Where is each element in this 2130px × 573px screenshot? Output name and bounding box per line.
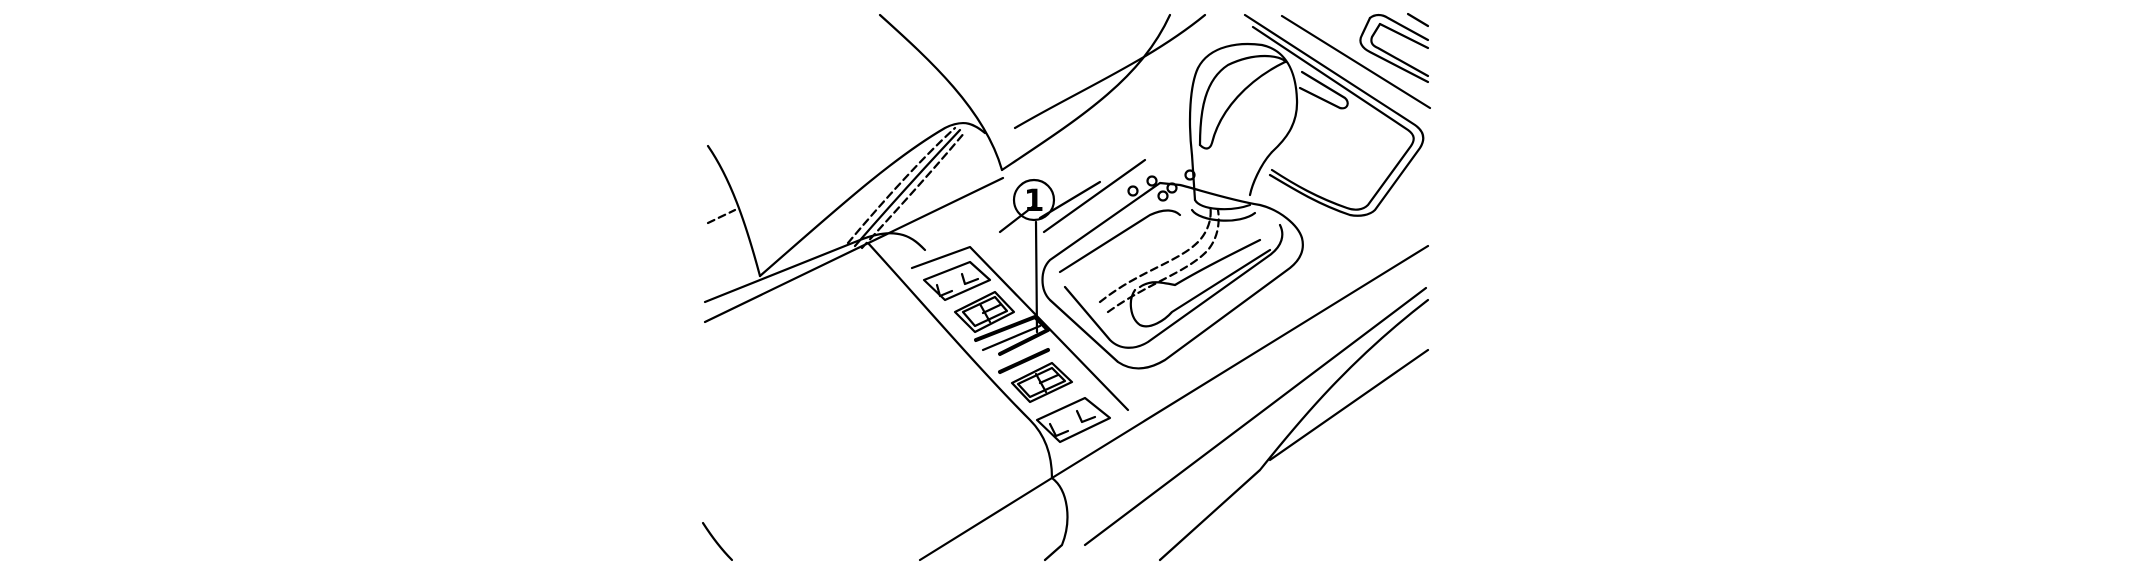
center-console — [866, 13, 1430, 562]
window-switch-front-left[interactable] — [922, 260, 992, 302]
window-switch-rear-left[interactable] — [1010, 361, 1074, 404]
window-switch-front-right[interactable] — [953, 290, 1016, 334]
cup-holder-tray — [1243, 12, 1432, 217]
gear-selector-knob[interactable] — [1188, 42, 1299, 222]
window-switch-rear-right[interactable] — [1035, 396, 1112, 444]
window-lock-switch[interactable] — [974, 315, 1050, 374]
gear-selector — [1041, 42, 1304, 370]
seat — [701, 13, 1005, 562]
callout-1-label: 1 — [1024, 184, 1045, 219]
callout-1-leader-line — [1034, 220, 1039, 334]
callout-1: 1 — [1012, 178, 1056, 334]
